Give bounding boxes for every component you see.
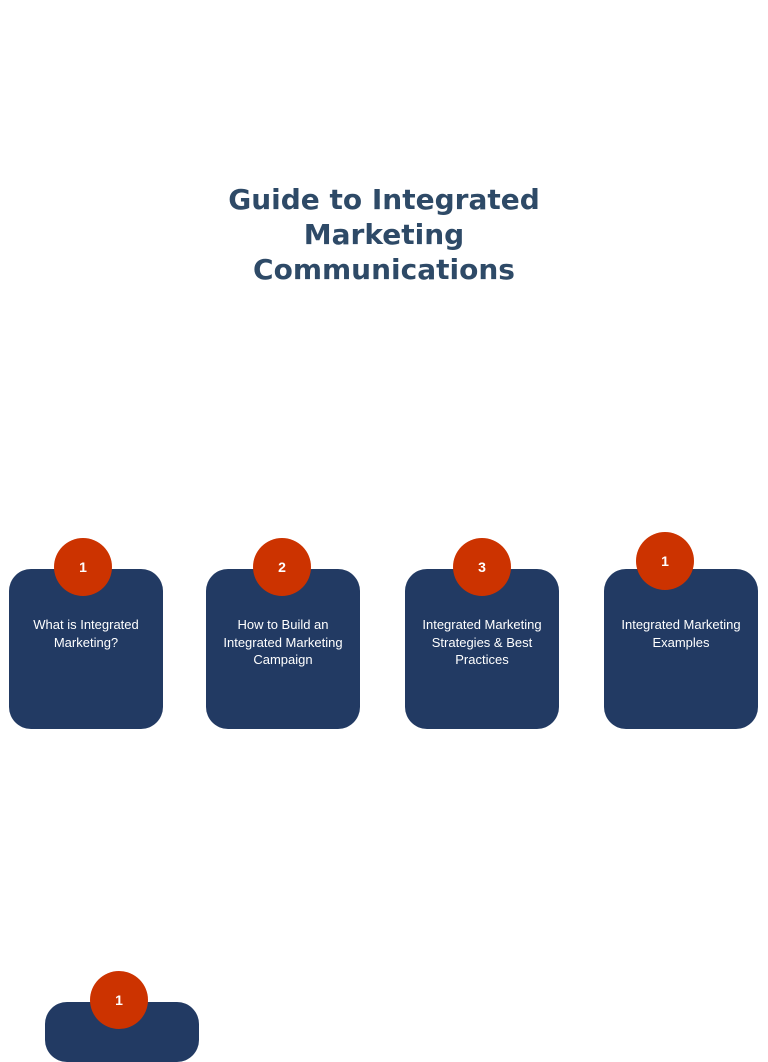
- step-number-badge: 1: [54, 538, 112, 596]
- step-card-label: Integrated Marketing Strategies & Best P…: [422, 617, 542, 667]
- step-number-badge: 3: [453, 538, 511, 596]
- section-number-badge: 1: [90, 971, 148, 1029]
- step-number-badge: 1: [636, 532, 694, 590]
- step-card-label: What is Integrated Marketing?: [33, 617, 139, 650]
- step-card-marketing-examples[interactable]: Integrated Marketing Examples: [604, 569, 758, 729]
- step-card-label: Integrated Marketing Examples: [621, 617, 741, 650]
- step-card-label: How to Build an Integrated Marketing Cam…: [223, 617, 343, 667]
- step-number-badge: 2: [253, 538, 311, 596]
- page-title: Guide to Integrated Marketing Communicat…: [228, 183, 540, 286]
- step-card-how-to-build-campaign[interactable]: How to Build an Integrated Marketing Cam…: [206, 569, 360, 729]
